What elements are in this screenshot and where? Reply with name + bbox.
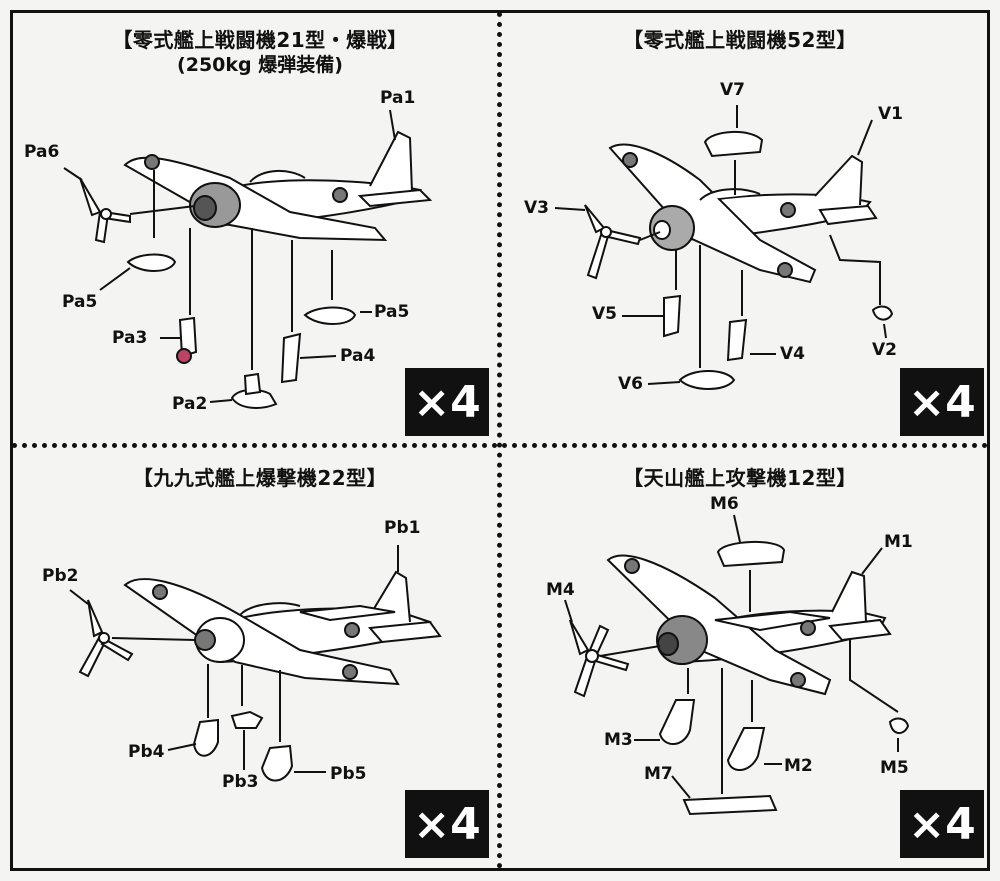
label-pb4: Pb4 (128, 742, 165, 762)
label-pa4: Pa4 (340, 346, 376, 366)
label-m6: M6 (710, 494, 739, 514)
label-v3: V3 (524, 198, 549, 218)
label-pa1: Pa1 (380, 88, 416, 108)
panel-4-quantity-badge: ×4 (900, 790, 984, 858)
panel-1-quantity-badge: ×4 (405, 368, 489, 436)
panel-3-quantity-badge: ×4 (405, 790, 489, 858)
label-m3: M3 (604, 730, 633, 750)
panel-2-title: 【零式艦上戦闘機52型】 (623, 28, 857, 52)
label-m4: M4 (546, 580, 575, 600)
outer-border (10, 10, 990, 871)
panel-2-quantity-badge: ×4 (900, 368, 984, 436)
label-v7: V7 (720, 80, 745, 100)
label-pa5-right: Pa5 (374, 302, 410, 322)
pa-wing (123, 156, 388, 242)
label-m1: M1 (884, 532, 913, 552)
label-v5: V5 (592, 304, 617, 324)
label-pb3: Pb3 (222, 772, 259, 792)
label-v4: V4 (780, 344, 805, 364)
label-m5: M5 (880, 758, 909, 778)
panel-1-title: 【零式艦上戦闘機21型・爆戦】 (112, 28, 408, 52)
label-m2: M2 (784, 756, 813, 776)
vertical-dotted-divider (497, 12, 502, 869)
label-pa2: Pa2 (172, 394, 208, 414)
label-pa6: Pa6 (24, 142, 60, 162)
label-v2: V2 (872, 340, 897, 360)
panel-4-title: 【天山艦上攻撃機12型】 (623, 466, 857, 490)
label-pb1: Pb1 (384, 518, 421, 538)
label-v1: V1 (878, 104, 903, 124)
label-pb5: Pb5 (330, 764, 367, 784)
panel-3-title: 【九九式艦上爆撃機22型】 (132, 466, 388, 490)
label-pb2: Pb2 (42, 566, 79, 586)
label-pa5-left: Pa5 (62, 292, 98, 312)
label-pa3: Pa3 (112, 328, 148, 348)
pa6-propeller-part (79, 177, 131, 244)
label-m7: M7 (644, 764, 673, 784)
horizontal-dotted-divider (12, 443, 988, 448)
label-v6: V6 (618, 374, 643, 394)
panel-1-subtitle: (250kg 爆弾装備) (177, 54, 343, 76)
